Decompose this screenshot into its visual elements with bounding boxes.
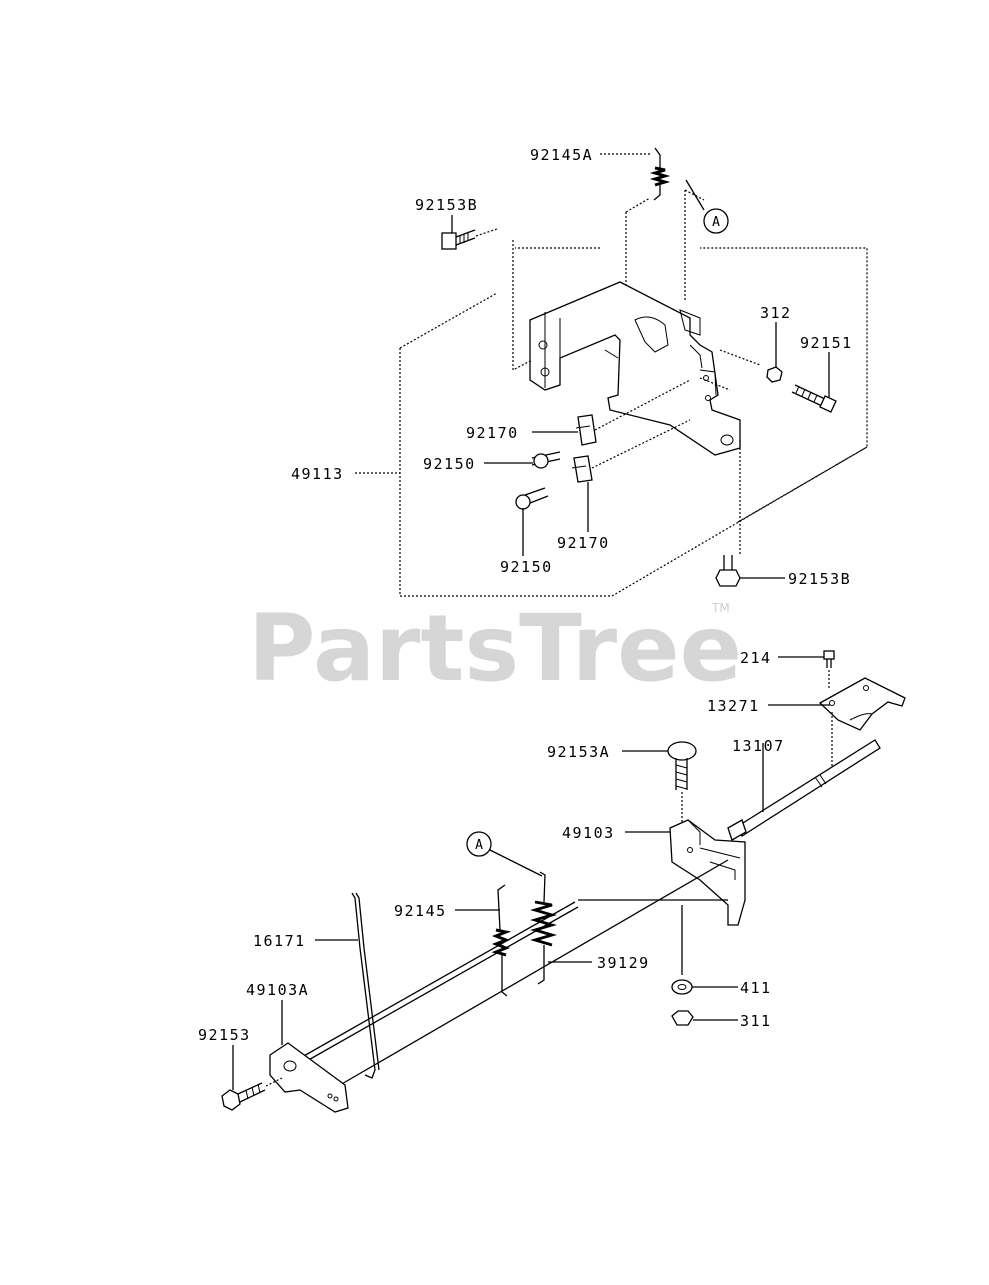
bolt-92153B-top [441,229,476,250]
part-label-92153: 92153 [198,1026,251,1044]
control-rod [301,859,729,1086]
spring-92145 [491,884,512,997]
part-label-49113: 49113 [291,465,344,483]
part-label-92153B-bottom: 92153B [788,570,851,588]
reference-callout-a-top: A [703,208,729,234]
clip-92170-a [575,414,597,446]
part-label-13107: 13107 [732,737,785,755]
nut-312 [766,366,783,383]
shaft-13107 [727,739,881,841]
bolt-92153A [667,741,697,790]
clip-92170-b [571,455,593,483]
rod-16171 [351,892,380,1079]
control-bracket [529,281,741,456]
part-label-311: 311 [740,1012,772,1030]
part-label-312: 312 [760,304,792,322]
arm-49103A [269,1042,349,1113]
reference-callout-a-bottom: A [466,831,492,857]
part-label-49103A: 49103A [246,981,309,999]
part-label-411: 411 [740,979,772,997]
part-label-92150-b: 92150 [500,558,553,576]
bolt-92153B-bottom [715,555,741,587]
part-label-92150-a: 92150 [423,455,476,473]
nut-311 [671,1010,694,1026]
bolt-92153 [221,1082,266,1111]
part-label-92170-a: 92170 [466,424,519,442]
bolt-92151 [791,384,837,413]
part-label-92153B-top: 92153B [415,196,478,214]
spring-92145A [649,147,671,201]
part-label-92145: 92145 [394,902,447,920]
reference-callout-a-bottom-label: A [475,838,483,853]
part-label-16171: 16171 [253,932,306,950]
reference-callout-a-top-label: A [712,215,720,230]
screw-92150-b [515,487,549,510]
part-label-49103: 49103 [562,824,615,842]
part-label-92170-b: 92170 [557,534,610,552]
part-label-214: 214 [740,649,772,667]
washer-411 [671,979,693,995]
part-label-92153A: 92153A [547,743,610,761]
screw-92150-a [531,451,561,469]
watermark-trademark: TM [711,601,730,615]
part-label-39129: 39129 [597,954,650,972]
part-label-13271: 13271 [707,697,760,715]
spring-39129 [530,871,557,985]
screw-214 [823,650,835,668]
plate-13271 [818,677,906,731]
watermark-brand: PartsTree [248,595,742,702]
part-label-92151: 92151 [800,334,853,352]
part-label-92145A: 92145A [530,146,593,164]
